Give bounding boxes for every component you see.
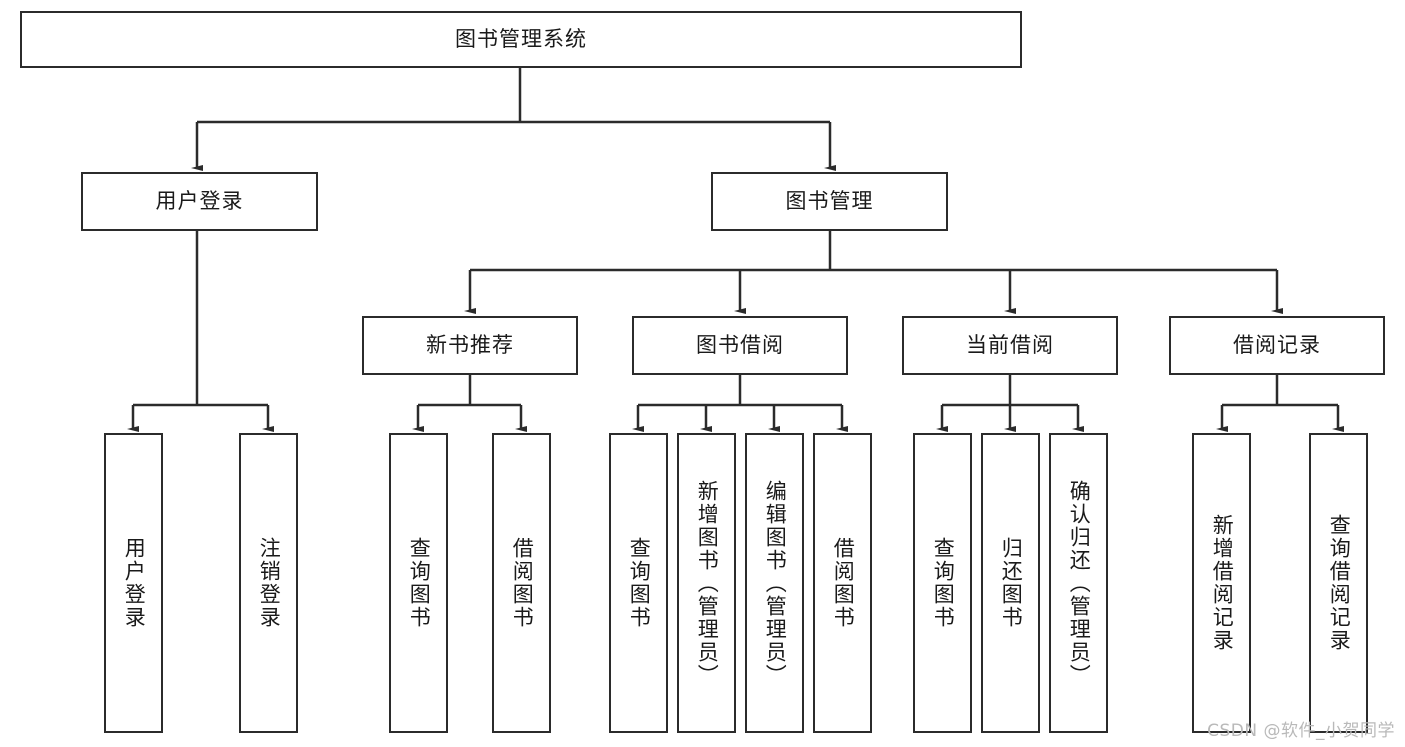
leaf-nb-borrow-book[interactable]: 借阅图书 <box>492 433 551 733</box>
leaf-nb-query-book-label: 查询图书 <box>407 537 432 629</box>
node-user-login-label: 用户登录 <box>155 188 244 213</box>
leaf-br-query-record-label: 查询借阅记录 <box>1327 514 1352 652</box>
leaf-nb-borrow-book-label: 借阅图书 <box>510 537 535 629</box>
node-book-borrow-label: 图书借阅 <box>696 332 784 357</box>
node-new-book-recommend-label: 新书推荐 <box>426 332 514 357</box>
node-user-login[interactable]: 用户登录 <box>81 172 318 231</box>
leaf-bb-query-book[interactable]: 查询图书 <box>609 433 668 733</box>
leaf-bb-add-book[interactable]: 新增图书（管理员） <box>677 433 736 733</box>
leaf-nb-query-book[interactable]: 查询图书 <box>389 433 448 733</box>
leaf-br-query-record[interactable]: 查询借阅记录 <box>1309 433 1368 733</box>
leaf-br-add-record-label: 新增借阅记录 <box>1210 514 1235 652</box>
node-book-borrow[interactable]: 图书借阅 <box>632 316 848 375</box>
node-root-label: 图书管理系统 <box>455 26 587 51</box>
leaf-cb-query-book-label: 查询图书 <box>931 537 956 629</box>
node-root[interactable]: 图书管理系统 <box>20 11 1022 68</box>
leaf-bb-edit-book-label: 编辑图书（管理员） <box>763 479 788 687</box>
node-current-borrow-label: 当前借阅 <box>966 332 1054 357</box>
node-book-manage-label: 图书管理 <box>785 188 874 213</box>
leaf-bb-edit-book[interactable]: 编辑图书（管理员） <box>745 433 804 733</box>
watermark: CSDN @软件_小贺同学 <box>1207 721 1395 741</box>
node-current-borrow[interactable]: 当前借阅 <box>902 316 1118 375</box>
leaf-bb-query-book-label: 查询图书 <box>627 537 652 629</box>
leaf-bb-add-book-label: 新增图书（管理员） <box>695 479 720 687</box>
leaf-user-login[interactable]: 用户登录 <box>104 433 163 733</box>
leaf-bb-borrow-book-label: 借阅图书 <box>831 537 856 629</box>
node-borrow-record[interactable]: 借阅记录 <box>1169 316 1385 375</box>
leaf-cb-return-book-label: 归还图书 <box>999 537 1024 629</box>
leaf-br-add-record[interactable]: 新增借阅记录 <box>1192 433 1251 733</box>
node-new-book-recommend[interactable]: 新书推荐 <box>362 316 578 375</box>
leaf-bb-borrow-book[interactable]: 借阅图书 <box>813 433 872 733</box>
leaf-cb-confirm-return[interactable]: 确认归还（管理员） <box>1049 433 1108 733</box>
leaf-logout-label: 注销登录 <box>257 537 282 629</box>
leaf-user-login-label: 用户登录 <box>122 537 147 629</box>
leaf-logout[interactable]: 注销登录 <box>239 433 298 733</box>
leaf-cb-confirm-return-label: 确认归还（管理员） <box>1067 479 1092 687</box>
node-book-manage[interactable]: 图书管理 <box>711 172 948 231</box>
leaf-cb-return-book[interactable]: 归还图书 <box>981 433 1040 733</box>
leaf-cb-query-book[interactable]: 查询图书 <box>913 433 972 733</box>
node-borrow-record-label: 借阅记录 <box>1233 332 1321 357</box>
